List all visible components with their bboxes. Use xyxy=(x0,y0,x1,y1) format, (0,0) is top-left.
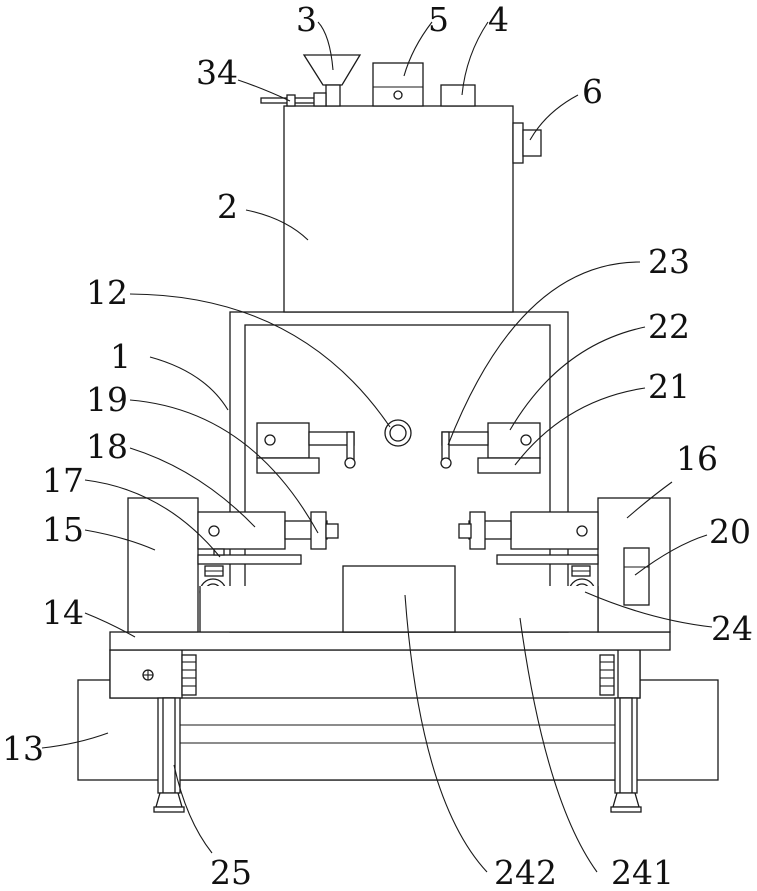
label-12: 12 xyxy=(86,273,128,312)
foot-left xyxy=(156,793,182,807)
label-14: 14 xyxy=(42,593,84,632)
label-4: 4 xyxy=(488,0,509,39)
beam-spring-right xyxy=(600,655,614,695)
label-1: 1 xyxy=(110,337,131,376)
leader-1 xyxy=(150,357,228,410)
upper-body-2 xyxy=(284,106,513,312)
label-22: 22 xyxy=(648,307,690,346)
upper-roller-left xyxy=(345,458,355,468)
rail-21 xyxy=(478,458,540,473)
upper-finger-left xyxy=(347,432,354,460)
connector-6 xyxy=(513,123,523,163)
upper-rail-left xyxy=(257,458,319,473)
label-6: 6 xyxy=(582,72,603,111)
cylinder-22-hole xyxy=(521,435,531,445)
roller-23 xyxy=(441,458,451,468)
label-17: 17 xyxy=(42,461,84,500)
foot-left-pad xyxy=(154,807,184,812)
cylinder-18-hole xyxy=(209,526,219,536)
label-21: 21 xyxy=(648,367,690,406)
leader-4 xyxy=(462,22,488,95)
platform-14 xyxy=(110,632,670,650)
leg-25-right-inner xyxy=(620,698,632,793)
label-19: 19 xyxy=(86,380,128,419)
valve-34-stem xyxy=(314,93,326,106)
label-241: 241 xyxy=(611,853,674,891)
rail-17 xyxy=(198,555,301,564)
label-15: 15 xyxy=(42,510,84,549)
label-3: 3 xyxy=(296,0,317,39)
beam-end-block-right xyxy=(618,650,640,698)
panel-20 xyxy=(624,548,649,605)
clamp-19 xyxy=(311,512,326,549)
finger-23 xyxy=(442,432,449,460)
box-5-bolt xyxy=(394,91,402,99)
label-13: 13 xyxy=(2,729,44,768)
foot-right xyxy=(613,793,639,807)
lower-clamp-right xyxy=(470,512,485,549)
label-24: 24 xyxy=(711,609,753,648)
clamp-19-tip xyxy=(326,524,338,538)
foot-right-pad xyxy=(611,807,641,812)
lower-cylinder-right-hole xyxy=(577,526,587,536)
block-242 xyxy=(343,566,455,632)
label-242: 242 xyxy=(494,853,557,891)
cylinder-22 xyxy=(488,423,540,458)
label-18: 18 xyxy=(86,427,128,466)
leg-25-left-inner xyxy=(163,698,175,793)
sensor-12-inner xyxy=(390,425,406,441)
label-25: 25 xyxy=(210,853,252,891)
label-16: 16 xyxy=(676,439,718,478)
lower-rail-right xyxy=(497,555,598,564)
label-23: 23 xyxy=(648,242,690,281)
label-2: 2 xyxy=(217,187,238,226)
connector-6-cap xyxy=(523,130,541,156)
block-4 xyxy=(441,85,475,106)
lower-clamp-right-tip xyxy=(459,524,471,538)
upper-cylinder-left-hole xyxy=(265,435,275,445)
label-34: 34 xyxy=(196,53,238,92)
funnel-neck xyxy=(326,85,340,106)
label-20: 20 xyxy=(709,512,751,551)
label-5: 5 xyxy=(428,0,449,39)
beam-spring-left xyxy=(182,655,196,695)
side-column-15 xyxy=(128,498,198,632)
